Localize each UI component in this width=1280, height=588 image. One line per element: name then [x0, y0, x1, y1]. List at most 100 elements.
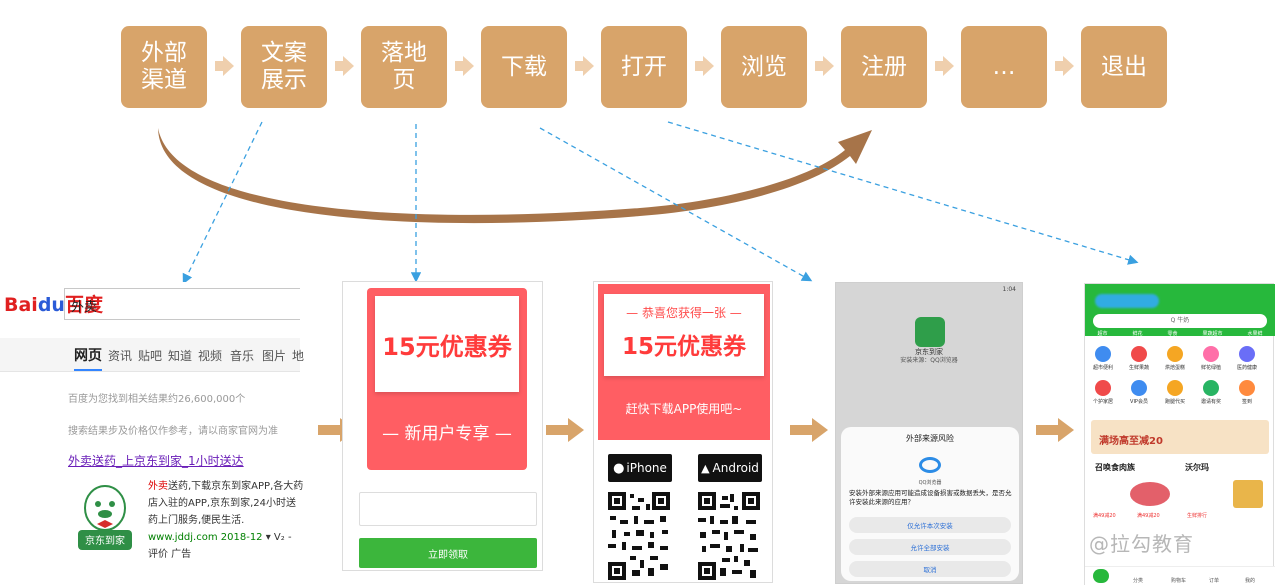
next-arrow-icon: [1036, 418, 1074, 442]
tab-cart[interactable]: 购物车: [1171, 578, 1187, 584]
blurred-address: [1095, 294, 1159, 308]
jd-daojia-logo: 京东到家: [78, 485, 132, 550]
coupon-ticket: 15元优惠券: [375, 296, 519, 392]
flow-connector-icon: [215, 56, 234, 76]
phone-input[interactable]: [359, 492, 537, 526]
step-external-channel: 外部 渠道: [121, 26, 207, 108]
service-icon[interactable]: [1203, 380, 1219, 396]
category-tab[interactable]: 果蔬超市: [1202, 331, 1223, 337]
tab-orders[interactable]: 订单: [1209, 578, 1220, 584]
service-icon-label: 个护家居: [1092, 399, 1113, 405]
promo-banner[interactable]: 满场高至减20: [1091, 420, 1269, 454]
search-input[interactable]: 外卖: [64, 288, 300, 320]
qr-code-icon: [606, 490, 672, 582]
coupon-ticket: — 恭喜您获得一张 — 15元优惠券: [604, 294, 764, 376]
qr-code-icon: [696, 490, 762, 582]
tab-zhidao[interactable]: 知道: [168, 349, 193, 363]
flow-connector-icon: [815, 56, 834, 76]
flow-connector-icon: [455, 56, 474, 76]
tab-image[interactable]: 图片: [262, 349, 287, 363]
service-icon[interactable]: [1095, 380, 1111, 396]
cancel-button[interactable]: 取消: [849, 561, 1011, 577]
iphone-download-button[interactable]: ● iPhone: [608, 454, 672, 482]
promo-label: 生鲜排行: [1187, 513, 1208, 519]
coupon-landing-screenshot: 15元优惠券 — 新用户专享 — 立即领取: [342, 281, 543, 571]
step-landing-page: 落地 页: [361, 26, 447, 108]
qq-browser-icon: [919, 457, 941, 473]
allow-once-button[interactable]: 仅允许本次安装: [849, 517, 1011, 533]
step-register: 注册: [841, 26, 927, 108]
flow-connector-icon: [1055, 56, 1074, 76]
step-browse: 浏览: [721, 26, 807, 108]
result-title-link[interactable]: 外卖送药_上京东到家_1小时送达: [68, 454, 244, 468]
result-count: 百度为您找到相关结果约26,600,000个: [68, 394, 246, 405]
service-icon[interactable]: [1131, 346, 1147, 362]
result-url: www.jddj.com 2018-12: [148, 532, 263, 543]
flow-connector-icon: [935, 56, 954, 76]
grocery-product-image: [1233, 480, 1263, 508]
install-dialog-screenshot: 1:04 京东到家 安装来源：QQ浏览器 外部来源风险 QQ浏览器 安装外部来源…: [835, 282, 1023, 584]
result-description: 外卖送药,下载京东到家APP,各大药店入驻的APP,京东到家,24小时送药上门服…: [148, 481, 304, 560]
tab-music[interactable]: 音乐: [230, 349, 255, 363]
category-tab[interactable]: 鲜花: [1132, 331, 1143, 337]
dialog-message: 安装外部来源应用可能造成设备损害或数据丢失，是否允许安装此来源的应用？: [849, 489, 1012, 506]
service-icon[interactable]: [1239, 346, 1255, 362]
service-icon-label: 邀请有奖: [1200, 399, 1221, 405]
app-search-input[interactable]: Q 牛奶: [1093, 314, 1267, 328]
app-home-screenshot: Q 牛奶 超市 鲜花 零食 果蔬超市 水果鲜 超市便利 生鲜果蔬 烘焙蛋糕 鲜花绿植 医药健康个…: [1084, 283, 1275, 586]
category-tab[interactable]: 超市: [1097, 331, 1108, 337]
tab-mine[interactable]: 我的: [1245, 578, 1256, 584]
category-tab[interactable]: 零食: [1167, 331, 1178, 337]
service-icon-label: 跑腿代买: [1164, 399, 1185, 405]
service-icon[interactable]: [1239, 380, 1255, 396]
price-notice: 搜索结果步及价格仅作参考，请以商家官网为准: [68, 426, 278, 437]
download-page-screenshot: — 恭喜您获得一张 — 15元优惠券 赶快下载APP使用吧~ ● iPhone …: [593, 281, 773, 583]
step-copy-display: 文案 展示: [241, 26, 327, 108]
app-name: 京东到家: [915, 348, 943, 356]
brand-name: 京东到家: [85, 534, 125, 547]
tab-video[interactable]: 视频: [198, 349, 223, 363]
dialog-title: 外部来源风险: [906, 434, 954, 443]
shop-card-title[interactable]: 召唤食肉族: [1095, 463, 1135, 472]
result-url-suffix: ▾ V₂ - 评价 广告: [148, 532, 292, 560]
step-more: …: [961, 26, 1047, 108]
service-icon-label: 烘焙蛋糕: [1164, 365, 1185, 371]
service-icon[interactable]: [1167, 380, 1183, 396]
tab-more[interactable]: 地: [292, 349, 305, 363]
service-icon-label: 签到: [1241, 399, 1252, 405]
step-open: 打开: [601, 26, 687, 108]
claim-button[interactable]: 立即领取: [359, 538, 537, 568]
promo-label: 满49减20: [1137, 513, 1160, 519]
tab-tieba[interactable]: 贴吧: [138, 349, 163, 363]
service-icon[interactable]: [1095, 346, 1111, 362]
service-icon-label: 生鲜果蔬: [1128, 365, 1149, 371]
android-download-button[interactable]: ▲Android: [698, 454, 762, 482]
service-icon[interactable]: [1167, 346, 1183, 362]
service-icon-label: VIP会员: [1130, 399, 1148, 405]
bottom-tab-bar: 分类 购物车 订单 我的: [1085, 566, 1275, 586]
allow-all-button[interactable]: 允许全部安装: [849, 539, 1011, 555]
service-icon-label: 超市便利: [1092, 365, 1113, 371]
app-icon: [915, 317, 945, 347]
next-arrow-icon: [790, 418, 828, 442]
shop-card-title[interactable]: 沃尔玛: [1185, 463, 1209, 472]
app-source: 安装来源：QQ浏览器: [900, 357, 958, 364]
pointer-line-install: [539, 127, 813, 282]
risk-dialog: 外部来源风险 QQ浏览器 安装外部来源应用可能造成设备损害或数据丢失，是否允许安…: [841, 427, 1019, 581]
download-cta: 赶快下载APP使用吧~: [625, 402, 743, 416]
android-icon: ▲: [701, 461, 710, 475]
service-icon-label: 医药健康: [1236, 365, 1257, 371]
category-tab[interactable]: 水果鲜: [1247, 331, 1263, 337]
baidu-logo: Baidu百度: [4, 294, 103, 316]
tab-category[interactable]: 分类: [1133, 578, 1144, 584]
service-icon-label: 鲜花绿植: [1200, 365, 1221, 371]
tab-news[interactable]: 资讯: [108, 349, 133, 363]
service-icon[interactable]: [1203, 346, 1219, 362]
service-icon[interactable]: [1131, 380, 1147, 396]
home-tab-icon[interactable]: [1093, 569, 1109, 583]
flow-connector-icon: [335, 56, 354, 76]
tab-web[interactable]: 网页: [74, 345, 102, 371]
category-bar: 超市 鲜花 零食 果蔬超市 水果鲜: [1085, 330, 1275, 337]
flow-connector-icon: [575, 56, 594, 76]
